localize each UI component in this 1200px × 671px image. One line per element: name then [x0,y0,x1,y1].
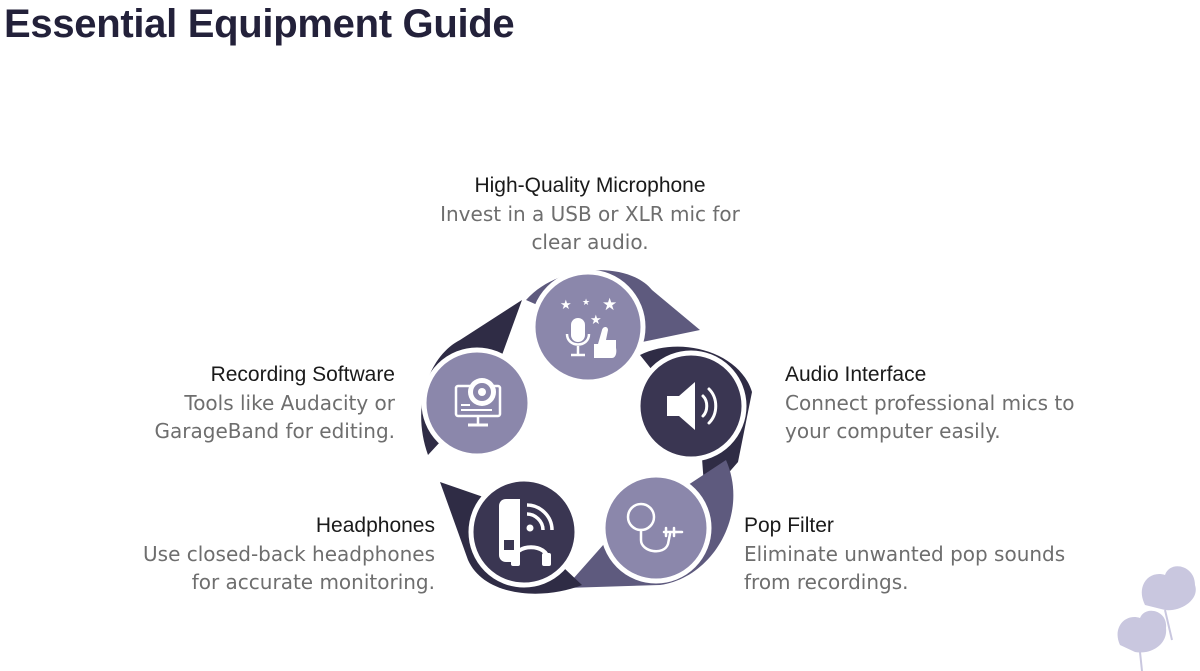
page-title: Essential Equipment Guide [4,2,515,46]
item-description-line-1: Eliminate unwanted pop sounds [744,542,1066,566]
item-audio-interface: Audio Interface Connect professional mic… [785,361,1185,445]
speaker-icon [667,382,718,430]
circle-pop-filter [600,472,712,584]
circle-audio-interface [635,350,747,462]
circle-microphone: ★ ★ ★ ★ [530,269,646,385]
monitor-disc-icon [454,378,502,427]
item-microphone: High-Quality Microphone Invest in a USB … [410,172,770,256]
item-title: Recording Software [210,363,395,386]
item-description-line-2: GarageBand for editing. [154,419,395,443]
svg-text:★: ★ [582,298,590,308]
device-headphones-icon [499,499,554,566]
svg-text:★: ★ [560,298,572,313]
item-description-line-1: Connect professional mics to [785,391,1075,415]
item-description-line-2: clear audio. [531,230,649,254]
item-recording-software: Recording Software Tools like Audacity o… [35,361,395,445]
item-headphones: Headphones Use closed-back headphones fo… [75,512,435,596]
circle-headphones [468,476,580,588]
item-title: Headphones [315,514,435,537]
microphone-thumbs-up-stars-icon: ★ ★ ★ ★ [560,295,617,358]
item-description-line-2: your computer easily. [785,419,1001,443]
item-description-line-1: Tools like Audacity or [184,391,395,415]
item-description-line-2: for accurate monitoring. [191,570,435,594]
item-title: Pop Filter [744,514,834,537]
svg-text:★: ★ [602,295,617,315]
item-description-line-2: from recordings. [744,570,909,594]
svg-text:★: ★ [590,313,602,328]
item-pop-filter: Pop Filter Eliminate unwanted pop sounds… [744,512,1164,596]
pop-filter-icon [626,502,684,553]
item-description-line-1: Use closed-back headphones [143,542,435,566]
item-description-line-1: Invest in a USB or XLR mic for [440,202,740,226]
decorative-flower-icon [1117,566,1196,671]
item-title: High-Quality Microphone [474,174,706,197]
item-title: Audio Interface [785,363,927,386]
circle-recording-software [421,347,533,459]
